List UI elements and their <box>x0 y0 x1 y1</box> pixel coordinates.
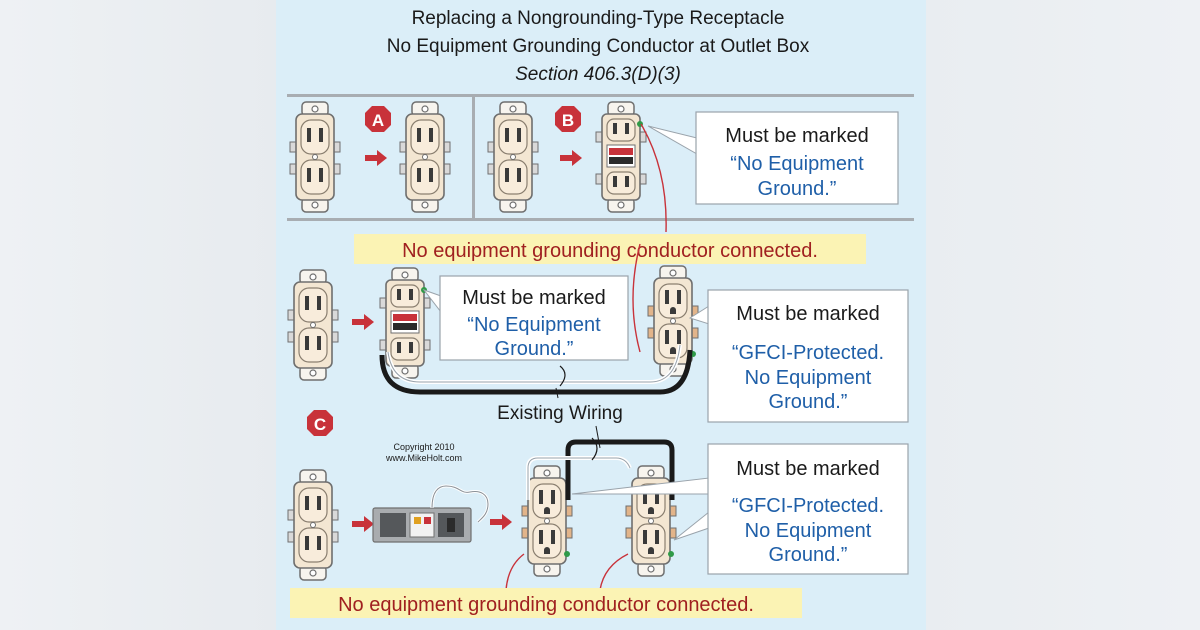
title-line-1: Replacing a Nongrounding-Type Receptacle <box>412 8 785 29</box>
callout-right-bottom-heading: Must be marked <box>736 458 879 480</box>
leader-mid <box>632 243 641 353</box>
title-line-2: No Equipment Grounding Conductor at Outl… <box>387 36 810 57</box>
notice-top: No equipment grounding conductor connect… <box>354 234 866 264</box>
badge-a-label: A <box>372 111 384 130</box>
callout-right-mid-line-3: Ground.” <box>769 391 848 413</box>
callout-right-bottom: Must be marked “GFCI-Protected. No Equip… <box>571 443 909 575</box>
badge-a: A <box>365 106 391 132</box>
callout-mid-heading: Must be marked <box>462 287 605 309</box>
badge-c-label: C <box>314 415 326 434</box>
callout-right-mid: Must be marked “GFCI-Protected. No Equip… <box>688 289 909 423</box>
callout-right-bottom-line-2: No Equipment <box>745 520 872 542</box>
callout-b-line-1: “No Equipment <box>730 153 864 175</box>
cable-black-mid <box>379 349 693 395</box>
callout-right-bottom-line-1: “GFCI-Protected. <box>732 495 884 517</box>
arrow-c-breaker <box>490 514 512 530</box>
title-line-3: Section 406.3(D)(3) <box>515 64 681 85</box>
receptacle-a-old <box>289 101 341 213</box>
leader-bottom-right <box>599 553 629 591</box>
divider-middle <box>287 218 914 221</box>
callout-right-mid-line-1: “GFCI-Protected. <box>732 342 884 364</box>
badge-c: C <box>307 410 333 436</box>
callout-b-heading: Must be marked <box>725 125 868 147</box>
callout-mid: Must be marked “No Equipment Ground.” <box>422 275 629 361</box>
leader-bottom-left <box>505 553 525 591</box>
cable-black-bottom <box>565 439 675 500</box>
badge-b: B <box>555 106 581 132</box>
gfci-receptacle-b <box>595 101 647 213</box>
callout-right-mid-line-2: No Equipment <box>745 367 872 389</box>
gfci-receptacle-c <box>379 267 431 379</box>
arrow-c-top <box>352 314 374 330</box>
callout-right-mid-heading: Must be marked <box>736 303 879 325</box>
arrow-a <box>365 150 387 166</box>
copyright-line-1: Copyright 2010 <box>393 442 454 452</box>
arrow-c-bottom <box>352 516 374 532</box>
receptacle-a-new <box>399 101 451 213</box>
arrow-b <box>560 150 582 166</box>
notice-top-text: No equipment grounding conductor connect… <box>402 240 818 262</box>
leader-b <box>640 123 667 233</box>
callout-b-line-2: Ground.” <box>758 178 837 200</box>
callout-b: Must be marked “No Equipment Ground.” <box>647 111 899 205</box>
callout-right-bottom-line-3: Ground.” <box>769 544 848 566</box>
copyright-line-2: www.MikeHolt.com <box>385 453 462 463</box>
notice-bottom: No equipment grounding conductor connect… <box>290 588 802 618</box>
callout-mid-line-1: “No Equipment <box>467 314 601 336</box>
receptacle-c-old-top <box>287 269 339 381</box>
divider-vertical <box>472 97 475 218</box>
receptacle-c-old-bottom <box>287 469 339 581</box>
gfci-circuit-breaker <box>372 507 472 543</box>
badge-b-label: B <box>562 111 574 130</box>
existing-wiring-label: Existing Wiring <box>497 403 623 424</box>
divider-top <box>287 94 914 97</box>
receptacle-b-old <box>487 101 539 213</box>
callout-mid-line-2: Ground.” <box>495 338 574 360</box>
notice-bottom-text: No equipment grounding conductor connect… <box>338 594 754 616</box>
